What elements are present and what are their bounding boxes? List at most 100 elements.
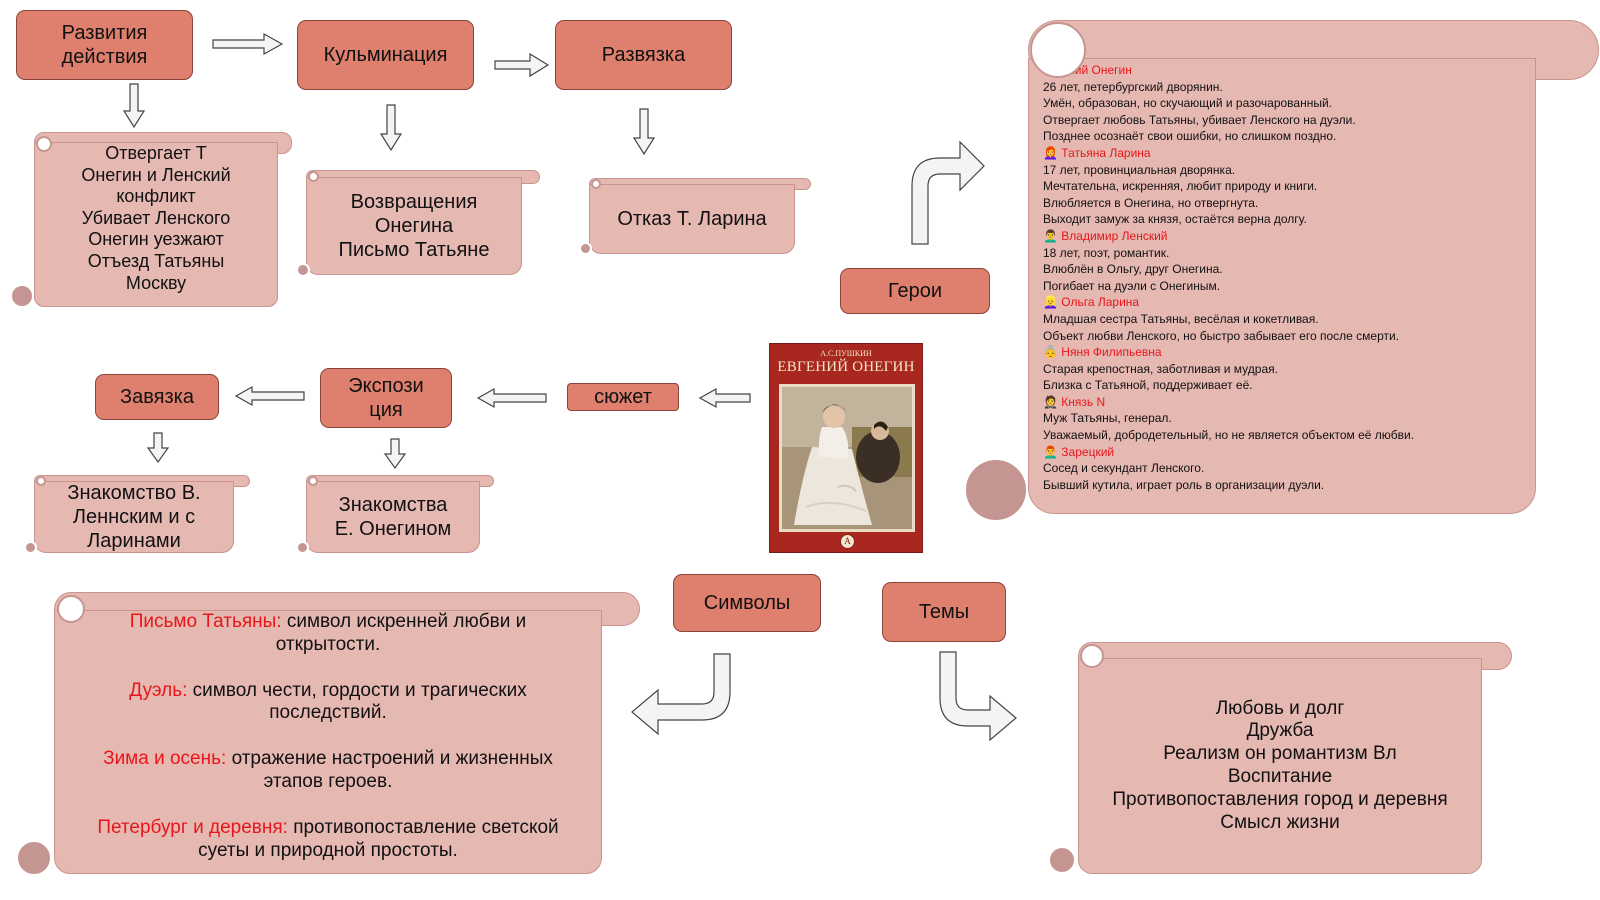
- symbol-item: Зима и осень: отражение настроений и жиз…: [103, 748, 553, 771]
- hero-name: Татьяна Ларина: [1061, 145, 1151, 160]
- themes-body: Любовь и долг Дружба Реализм он романтиз…: [1078, 658, 1482, 874]
- person-icon: 👱‍♀️: [1043, 295, 1058, 310]
- theme-item: Противопоставления город и деревня: [1112, 788, 1448, 810]
- symbol-text: противопоставление светской: [287, 816, 559, 838]
- hero-line: Муж Татьяны, генерал.: [1043, 411, 1172, 426]
- node-label: Герои: [887, 280, 943, 302]
- scroll-heroes: Евгений Онегин 26 лет, петербургский дво…: [964, 20, 1600, 522]
- scroll-zavyazka: Знакомство В. Леннским и с Ларинами: [24, 475, 250, 555]
- hero-block: 🤵 Князь N Муж Татьяны, генерал. Уважаемы…: [1043, 394, 1414, 444]
- hero-name: Зарецкий: [1061, 444, 1115, 459]
- scroll-line: Возвращения: [350, 191, 478, 213]
- scroll-body: Отвергает Т Онегин и Ленский конфликт Уб…: [34, 142, 278, 307]
- hero-line: Младшая сестра Татьяны, весёлая и кокетл…: [1043, 311, 1319, 326]
- scroll-body: Возвращения Онегина Письмо Татьяне: [306, 177, 522, 275]
- person-icon: 👨‍🦱: [1043, 228, 1058, 243]
- arrow-left-icon: [476, 387, 547, 409]
- hero-name: Евгений Онегин: [1043, 63, 1132, 77]
- scroll-line: конфликт: [116, 186, 196, 207]
- heroes-body: Евгений Онегин 26 лет, петербургский дво…: [1028, 58, 1536, 514]
- hero-name: Владимир Ленский: [1061, 228, 1168, 243]
- hero-line: Погибает на дуэли с Онегиным.: [1043, 278, 1221, 293]
- hero-block: 👩‍🦰 Татьяна Ларина 17 лет, провинциальна…: [1043, 145, 1317, 228]
- node-geroi: Герои: [840, 268, 990, 314]
- hero-line: 26 лет, петербургский дворянин.: [1043, 79, 1223, 94]
- theme-item: Смысл жизни: [1220, 811, 1340, 833]
- hero-name: Няня Филипьевна: [1061, 345, 1162, 360]
- scroll-kulminaciya: Возвращения Онегина Письмо Татьяне: [296, 170, 540, 278]
- arrow-down-icon: [632, 108, 656, 156]
- arrow-bend-up-right-icon: [911, 140, 985, 245]
- hero-name: Ольга Ларина: [1061, 295, 1140, 310]
- node-label: сюжет: [594, 386, 652, 408]
- hero-line: Мечтательна, искренняя, любит природу и …: [1043, 179, 1318, 194]
- scroll-line: Отказ Т. Ларина: [617, 208, 767, 230]
- scroll-body: Знакомство В. Леннским и с Ларинами: [34, 481, 234, 553]
- arrow-left-icon: [698, 387, 751, 409]
- theme-item: Реализм он романтизм Вл: [1163, 743, 1397, 765]
- publisher-logo-icon: A: [840, 534, 855, 549]
- node-syuzhet: сюжет: [567, 383, 679, 411]
- hero-line: Влюбляется в Онегина, но отвергнута.: [1043, 195, 1259, 210]
- hero-line: Выходит замуж за князя, остаётся верна д…: [1043, 212, 1307, 227]
- symbol-cont: последствий.: [269, 702, 387, 724]
- scroll-line: Е. Онегином: [334, 518, 452, 540]
- node-temy: Темы: [882, 582, 1006, 642]
- book-cover: А.С.ПУШКИН ЕВГЕНИЙ ОНЕГИН A: [769, 343, 923, 553]
- symbol-text: отражение настроений и жизненных: [226, 748, 553, 770]
- symbols-body: Письмо Татьяны: символ искренней любви и…: [54, 610, 602, 874]
- scroll-line: Знакомства: [338, 494, 448, 516]
- hero-line: Старая крепостная, заботливая и мудрая.: [1043, 361, 1278, 376]
- symbol-cont: суеты и природной простоты.: [198, 839, 458, 861]
- theme-item: Любовь и долг: [1215, 697, 1345, 719]
- node-label: Экспози: [348, 375, 424, 397]
- hero-line: Близка с Татьяной, поддерживает её.: [1043, 378, 1253, 393]
- hero-line: Бывший кутила, играет роль в организации…: [1043, 477, 1325, 492]
- arrow-right-icon: [212, 32, 284, 56]
- scroll-line: Отъезд Татьяны: [87, 250, 225, 271]
- scroll-line: Отвергает Т: [105, 143, 207, 163]
- scroll-line: Онегина: [374, 215, 454, 237]
- arrow-down-icon: [379, 104, 403, 152]
- node-label: Завязка: [120, 386, 194, 408]
- arrow-down-icon: [383, 438, 407, 470]
- scroll-body: Отказ Т. Ларина: [589, 184, 795, 254]
- hero-name: Князь N: [1061, 394, 1106, 409]
- hero-block: 👨‍🦰 Зарецкий Сосед и секундант Ленского.…: [1043, 444, 1324, 494]
- scroll-themes: Любовь и долг Дружба Реализм он романтиз…: [1048, 642, 1512, 876]
- node-label: Кульминация: [323, 44, 448, 66]
- book-illustration: [779, 384, 915, 532]
- symbol-item: Дуэль: символ чести, гордости и трагичес…: [129, 680, 526, 703]
- node-zavyazka: Завязка: [95, 374, 219, 420]
- scroll-line: Ларинами: [87, 530, 181, 552]
- node-razvitie-deistviya: Развития действия: [16, 10, 193, 80]
- node-ekspoziciya: Экспози ция: [320, 368, 452, 428]
- scroll-ekspoziciya: Знакомства Е. Онегином: [296, 475, 494, 555]
- hero-line: Уважаемый, добродетельный, но не являетс…: [1043, 428, 1415, 443]
- scroll-line: Знакомство В.: [67, 482, 201, 504]
- person-icon: 👨‍🦰: [1043, 444, 1058, 459]
- hero-line: 17 лет, провинциальная дворянка.: [1043, 162, 1236, 177]
- node-label: ция: [369, 399, 403, 421]
- scroll-razvitie: Отвергает Т Онегин и Ленский конфликт Уб…: [10, 132, 292, 310]
- symbol-cont: открытости.: [275, 633, 381, 655]
- scroll-line: Онегин уезжают: [88, 229, 224, 250]
- symbol-key: Дуэль:: [129, 679, 188, 701]
- hero-block: 👱‍♀️ Ольга Ларина Младшая сестра Татьяны…: [1043, 294, 1399, 344]
- node-label: Развития действия: [61, 22, 148, 68]
- scroll-line: Убивает Ленского: [81, 207, 231, 228]
- scroll-line: Письмо Татьяне: [338, 239, 490, 261]
- symbol-key: Письмо Татьяны:: [129, 611, 282, 632]
- symbol-text: символ искренней любви и: [281, 611, 527, 632]
- arrow-left-icon: [234, 385, 305, 407]
- scroll-symbols: Письмо Татьяны: символ искренней любви и…: [16, 592, 640, 876]
- person-icon: 👵: [1043, 345, 1058, 360]
- scroll-line: Леннским и с: [72, 506, 196, 528]
- symbol-key: Петербург и деревня:: [97, 816, 288, 838]
- scroll-razvyazka: Отказ Т. Ларина: [579, 178, 811, 256]
- symbol-item: Петербург и деревня: противопоставление …: [97, 817, 558, 840]
- hero-line: Позднее осознаёт свои ошибки, но слишком…: [1043, 129, 1337, 144]
- node-label: Темы: [918, 601, 970, 623]
- hero-line: Объект любви Ленского, но быстро забывае…: [1043, 328, 1400, 343]
- arrow-bend-down-left-icon: [631, 653, 731, 736]
